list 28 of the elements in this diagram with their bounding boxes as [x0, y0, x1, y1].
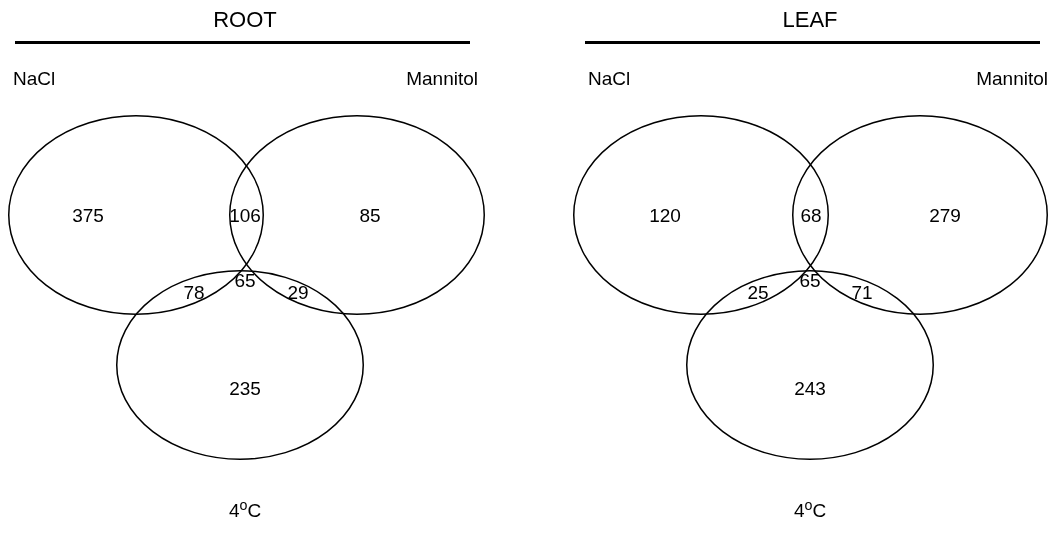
count-number: 243: [794, 378, 826, 398]
count-number: 85: [359, 205, 381, 225]
count-number: 78: [183, 282, 205, 302]
panel-heading: ROOT: [213, 9, 277, 31]
set-label: 4$^{o}$C: [228, 500, 262, 520]
venn-ellipse: [229, 115, 485, 315]
set-label: 4$^{o}$C: [793, 500, 827, 520]
venn-ellipse: [686, 270, 934, 460]
count-number: 65: [234, 270, 256, 290]
count-number: 71: [851, 282, 873, 302]
count-number: 106: [229, 205, 261, 225]
set-label: NaCl: [13, 68, 56, 88]
venn-ellipse: [792, 115, 1048, 315]
count-number: 279: [929, 205, 961, 225]
venn-ellipse: [573, 115, 829, 315]
count-number: 120: [649, 205, 681, 225]
count-number: 25: [747, 282, 769, 302]
set-label: Mannitol: [406, 68, 478, 88]
count-number: 375: [72, 205, 104, 225]
set-label: Mannitol: [976, 68, 1048, 88]
count-number: 65: [799, 270, 821, 290]
panel-heading: LEAF: [782, 9, 838, 31]
count-number: 29: [287, 282, 309, 302]
venn-ellipse: [8, 115, 264, 315]
venn-ellipse: [116, 270, 364, 460]
count-number: 235: [229, 378, 261, 398]
count-number: 68: [800, 205, 822, 225]
set-label: NaCl: [588, 68, 631, 88]
